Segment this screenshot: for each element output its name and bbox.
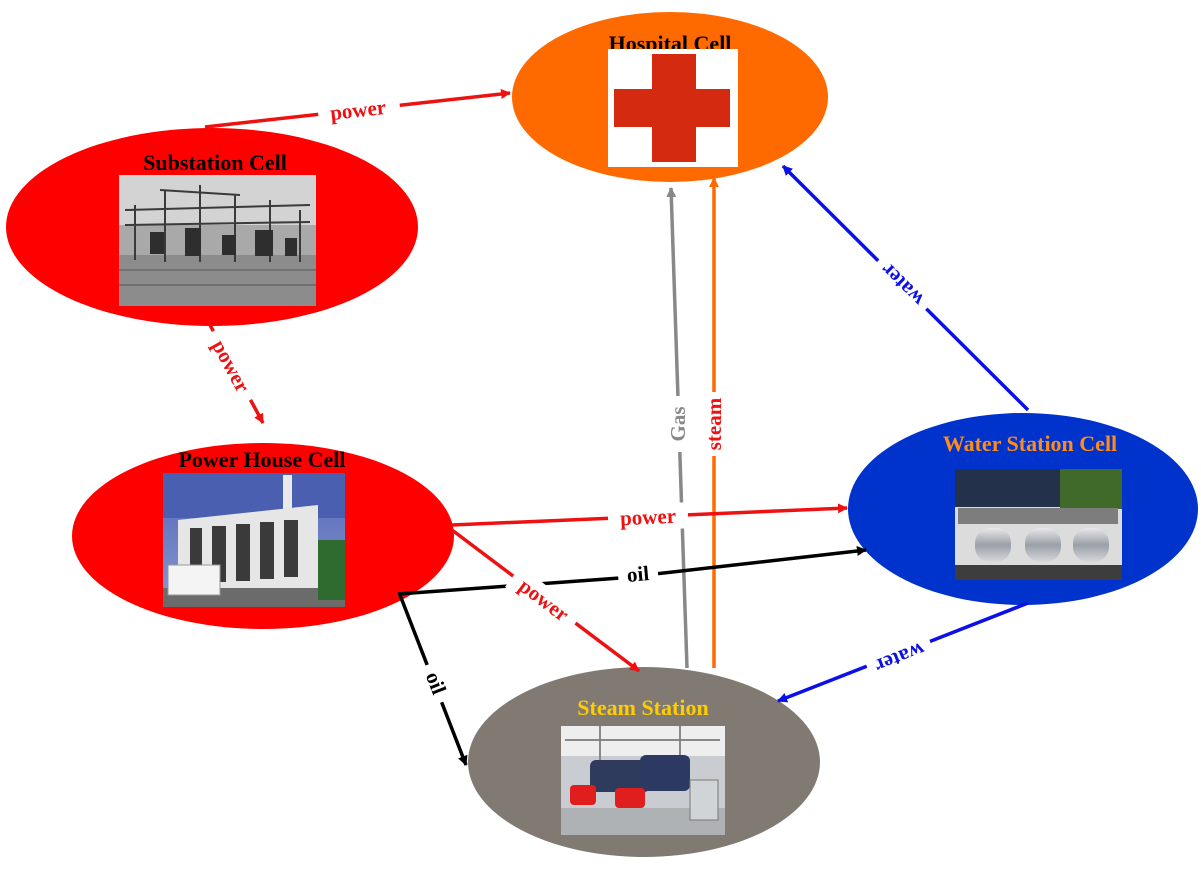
edge-label: water [872, 637, 929, 678]
edge-label: power [620, 504, 677, 530]
steam-station-title: Steam Station [577, 695, 708, 720]
substation-title: Substation Cell [143, 150, 287, 175]
water-station-node[interactable]: Water Station Cell [848, 413, 1198, 605]
edge-powerhouse-steam-oil: oil [398, 594, 468, 766]
edge-substation-powerhouse: power [201, 324, 265, 424]
edge-label: power [207, 336, 255, 397]
edge-water-hospital: water [781, 164, 1030, 412]
red-cross-icon [608, 49, 738, 167]
substation-node[interactable]: Substation Cell [6, 128, 418, 326]
edge-powerhouse-water-oil: oil [397, 546, 867, 596]
edge-substation-hospital: power [204, 89, 511, 129]
edge-steam-hospital-steam: steam [702, 177, 726, 668]
power-house-node[interactable]: Power House Cell [72, 443, 454, 629]
edge-label: oil [626, 561, 650, 587]
edge-label: Gas [666, 406, 690, 441]
water-station-title: Water Station Cell [943, 431, 1117, 456]
steam-station-node[interactable]: Steam Station [468, 667, 820, 857]
edge-powerhouse-water-power: power [451, 502, 848, 532]
hospital-node[interactable]: Hospital Cell [512, 12, 828, 182]
edge-label: steam [702, 397, 726, 450]
edge-water-steam: water [777, 601, 1029, 703]
steam-station-photo [561, 726, 725, 835]
edge-powerhouse-steam-power: power [450, 528, 641, 673]
power-house-title: Power House Cell [178, 447, 345, 472]
substation-photo [119, 175, 316, 306]
edge-steam-hospital-gas: Gas [666, 187, 690, 669]
water-station-photo [955, 469, 1122, 580]
power-house-photo [163, 473, 345, 607]
